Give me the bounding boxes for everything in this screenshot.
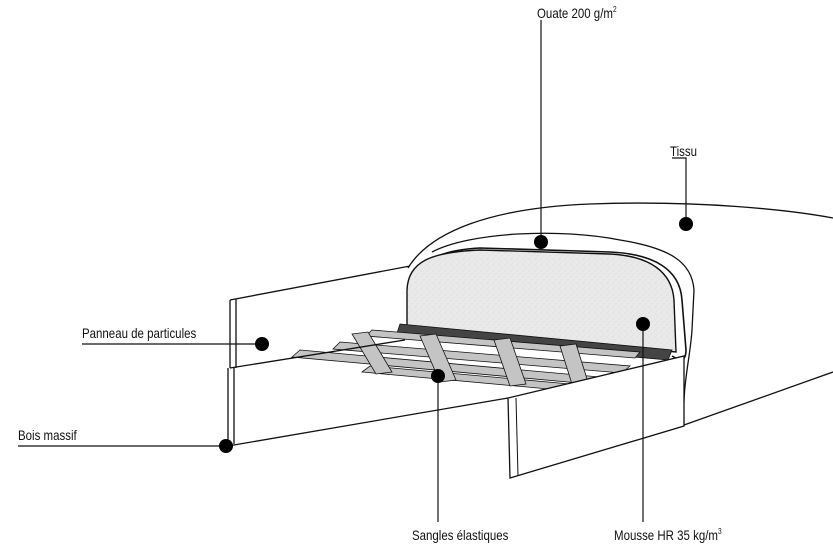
marker-tissu <box>679 217 693 231</box>
board-bottom-edge <box>229 339 406 369</box>
fabric-right-line <box>683 371 833 426</box>
strap-v3 <box>493 337 527 387</box>
marker-bois <box>219 439 233 453</box>
marker-mousse <box>636 317 650 331</box>
fabric-top-curve <box>407 202 833 269</box>
label-tissu: Tissu <box>670 143 698 159</box>
fabric-inner-curve <box>431 232 695 426</box>
board-top-edge <box>229 265 411 301</box>
strap-v1 <box>351 331 393 375</box>
marker-ouate <box>534 235 548 249</box>
solid-wood-frame <box>227 368 509 447</box>
leader-tissu <box>672 157 687 224</box>
strap-v2 <box>419 333 457 383</box>
frame-bottom-rail <box>227 397 509 447</box>
leader-lines <box>18 20 687 522</box>
elastic-straps <box>291 329 641 391</box>
front-panel-inner-edge <box>515 397 519 477</box>
particle-board <box>229 265 411 369</box>
marker-panneau <box>255 337 269 351</box>
label-panneau: Panneau de particules <box>82 325 197 341</box>
label-ouate: Ouate 200 g/m2 <box>537 5 617 21</box>
label-mousse: Mousse HR 35 kg/m3 <box>614 527 722 543</box>
fabric-cover <box>407 202 833 426</box>
label-bois: Bois massif <box>18 427 77 443</box>
label-sangles: Sangles élastiques <box>412 527 509 543</box>
marker-sangles <box>431 369 445 383</box>
marker-dots <box>219 217 693 453</box>
foam-block <box>406 249 677 353</box>
front-side-panel <box>507 355 685 479</box>
